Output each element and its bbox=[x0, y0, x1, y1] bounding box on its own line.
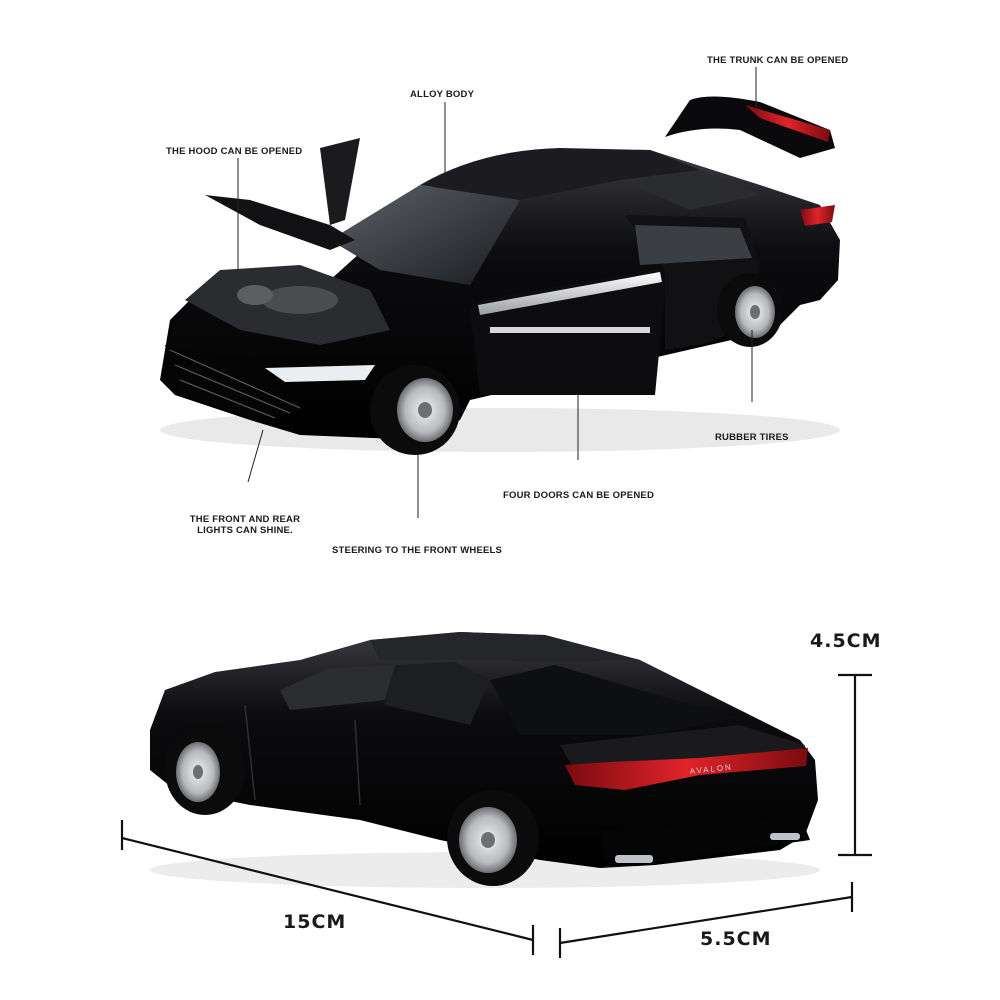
callout-steering: STEERING TO THE FRONT WHEELS bbox=[332, 545, 503, 556]
top-car-hood bbox=[205, 195, 355, 250]
bottom-car-window-front bbox=[280, 665, 395, 710]
bottom-car-badge: AVALON bbox=[689, 763, 733, 776]
dimension-width-label: 5.5CM bbox=[700, 928, 772, 950]
callout-hood: THE HOOD CAN BE OPENED bbox=[166, 146, 303, 157]
callout-trunk: THE TRUNK CAN BE OPENED bbox=[707, 55, 849, 66]
callout-lights-line2: LIGHTS CAN SHINE. bbox=[197, 525, 293, 536]
top-car-front-wheel bbox=[370, 365, 460, 455]
top-car-rear-wheel bbox=[717, 273, 783, 347]
callout-alloy-body: ALLOY BODY bbox=[410, 89, 475, 100]
bottom-car-rear-glass bbox=[490, 665, 735, 735]
top-car-roof bbox=[420, 148, 700, 200]
top-car-windshield bbox=[330, 185, 520, 285]
callout-lines bbox=[237, 67, 757, 518]
bottom-car-rear-wheel bbox=[447, 790, 539, 886]
bottom-car-bumper bbox=[600, 815, 810, 862]
dimension-lines bbox=[120, 673, 872, 958]
top-car-trunk-lid bbox=[665, 96, 835, 158]
bottom-car-window-rear bbox=[385, 662, 490, 725]
callout-tires: RUBBER TIRES bbox=[715, 432, 789, 443]
dimension-length-label: 15CM bbox=[283, 911, 347, 933]
bottom-car-taillight-bar bbox=[565, 748, 808, 790]
top-car-taillight bbox=[800, 205, 835, 226]
top-car-rear-window bbox=[620, 170, 760, 210]
callout-doors: FOUR DOORS CAN BE OPENED bbox=[503, 490, 655, 501]
callout-lights-line1: THE FRONT AND REAR bbox=[189, 514, 301, 525]
bottom-car-front-wheel bbox=[165, 725, 245, 815]
top-car-headlight bbox=[265, 365, 375, 382]
dimension-height-label: 4.5CM bbox=[810, 630, 882, 652]
callout-lights: THE FRONT AND REAR LIGHTS CAN SHINE. bbox=[180, 514, 310, 536]
